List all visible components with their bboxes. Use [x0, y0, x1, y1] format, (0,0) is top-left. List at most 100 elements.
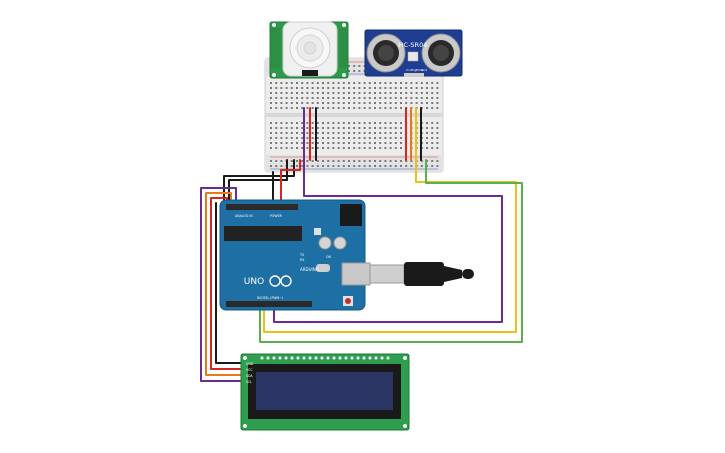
ultrasonic-pin-gnd: Gnd [421, 68, 427, 72]
breadboard-hole [270, 97, 272, 99]
breadboard-hole [322, 107, 324, 109]
wire-green-trig [259, 159, 523, 343]
breadboard-hole [296, 147, 298, 149]
breadboard-hole [342, 132, 345, 134]
breadboard-hole [332, 102, 335, 104]
breadboard-hole [301, 132, 304, 134]
breadboard-hole [384, 92, 387, 94]
breadboard-hole [379, 107, 382, 109]
breadboard-hole [327, 147, 330, 149]
breadboard-hole [311, 137, 314, 139]
breadboard-hole [348, 127, 350, 129]
breadboard-hole [301, 87, 304, 89]
breadboard-hole [374, 142, 376, 144]
breadboard-hole [311, 160, 314, 162]
breadboard-hole [405, 102, 408, 104]
breadboard-hole [389, 122, 392, 124]
breadboard-hole [296, 87, 298, 89]
breadboard-hole [431, 127, 434, 129]
breadboard-hole [415, 87, 418, 89]
breadboard-hole [316, 102, 319, 104]
breadboard-hole [358, 102, 361, 104]
breadboard-hole [389, 132, 392, 134]
lcd-header-pin [302, 356, 306, 360]
breadboard-hole [379, 122, 382, 124]
breadboard-hole [405, 160, 408, 162]
breadboard-hole [342, 92, 345, 94]
breadboard-hole [400, 87, 402, 89]
breadboard-hole [342, 97, 345, 99]
breadboard-hole [327, 137, 330, 139]
arduino-logo-icon [269, 275, 292, 287]
breadboard-hole [301, 147, 304, 149]
breadboard-hole [394, 107, 397, 109]
breadboard-hole [394, 165, 397, 167]
breadboard-hole [420, 165, 423, 167]
breadboard-hole [285, 137, 288, 139]
arduino-uno[interactable]: UNO ARDUINO DIGITAL (PWM~) POWER ANALOG … [219, 199, 371, 311]
lcd-screen [256, 372, 393, 410]
breadboard-hole [306, 82, 309, 84]
breadboard-hole [327, 107, 330, 109]
breadboard-hole [280, 127, 283, 129]
breadboard-hole [353, 102, 356, 104]
breadboard-hole [270, 132, 272, 134]
breadboard-hole [353, 122, 356, 124]
lcd-header-pin [326, 356, 330, 360]
breadboard-hole [280, 92, 283, 94]
breadboard-hole [285, 102, 288, 104]
lcd-display[interactable]: GND VCC SDA SCL [240, 353, 410, 431]
breadboard-hole [290, 87, 293, 89]
breadboard-hole [405, 165, 408, 167]
breadboard-hole [337, 160, 340, 162]
breadboard-hole [384, 165, 387, 167]
arduino-digital-label: DIGITAL (PWM~) [257, 296, 283, 300]
breadboard-hole [285, 132, 288, 134]
breadboard-hole [348, 142, 350, 144]
breadboard-hole [384, 107, 387, 109]
breadboard-hole [353, 65, 356, 67]
breadboard-hole [270, 160, 272, 162]
breadboard-hole [368, 87, 371, 89]
breadboard-hole [348, 87, 350, 89]
breadboard-hole [363, 132, 366, 134]
breadboard-hole [384, 160, 387, 162]
breadboard-hole [316, 160, 319, 162]
lcd-pin-vcc: VCC [246, 368, 253, 372]
breadboard-hole [358, 107, 361, 109]
breadboard-hole [353, 82, 356, 84]
breadboard-hole [296, 127, 298, 129]
lcd-header-pin [362, 356, 366, 360]
breadboard-hole [400, 97, 402, 99]
breadboard-hole [426, 122, 428, 124]
breadboard-hole [348, 92, 350, 94]
breadboard-hole [394, 122, 397, 124]
breadboard-hole [431, 97, 434, 99]
breadboard-hole [384, 142, 387, 144]
breadboard-hole [275, 165, 278, 167]
breadboard-hole [327, 142, 330, 144]
breadboard-hole [410, 165, 413, 167]
breadboard-hole [368, 132, 371, 134]
ultrasonic-pin-vcc: Vcc [406, 68, 412, 72]
breadboard-hole [327, 87, 330, 89]
breadboard-hole [384, 137, 387, 139]
breadboard-hole [348, 122, 350, 124]
breadboard-hole [322, 142, 324, 144]
lcd-header-pin [350, 356, 354, 360]
breadboard-hole [374, 127, 376, 129]
breadboard-hole [426, 132, 428, 134]
pir-sensor[interactable] [269, 21, 349, 79]
breadboard-hole [426, 102, 428, 104]
breadboard-hole [311, 92, 314, 94]
breadboard-hole [400, 92, 402, 94]
breadboard-hole [316, 122, 319, 124]
breadboard-hole [290, 107, 293, 109]
breadboard-hole [374, 122, 376, 124]
breadboard-hole [410, 160, 413, 162]
breadboard-hole [327, 122, 330, 124]
breadboard-hole [415, 97, 418, 99]
breadboard-hole [332, 160, 335, 162]
breadboard-hole [379, 132, 382, 134]
ultrasonic-sensor[interactable]: HC-SR04 Vcc Trig Echo Gnd [364, 29, 463, 77]
